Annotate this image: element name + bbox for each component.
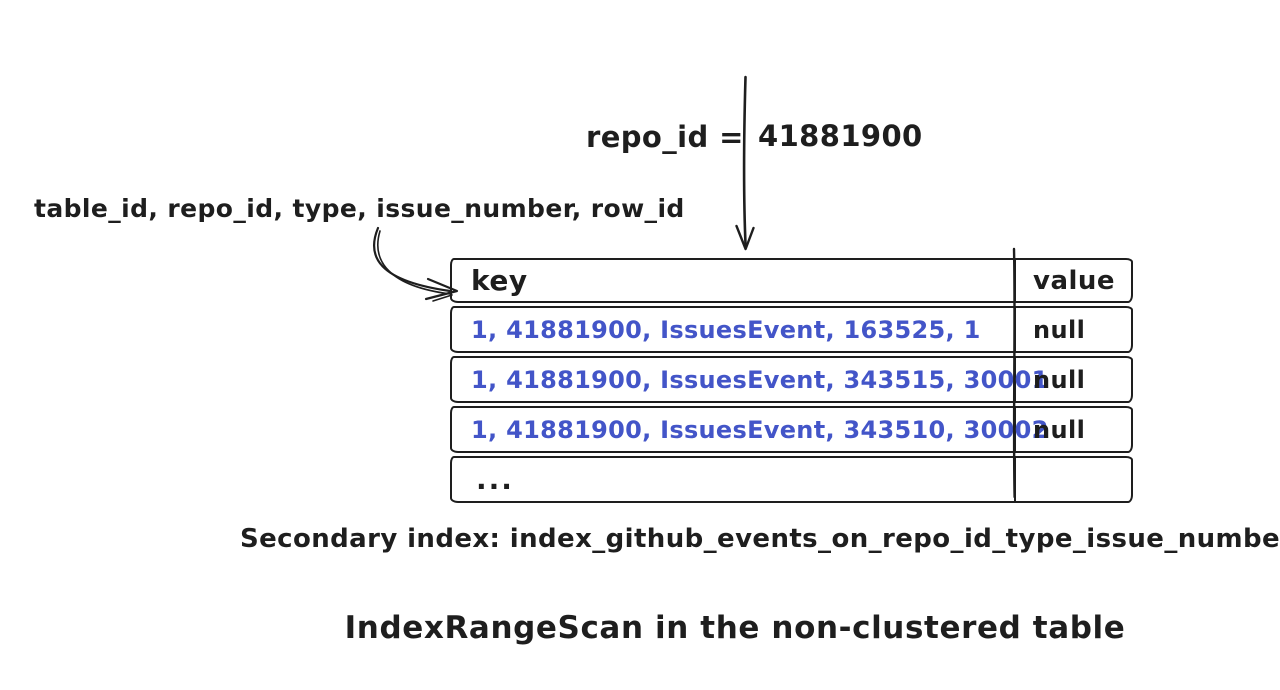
table-header-row: key value	[450, 258, 1133, 303]
value-cell: null	[1033, 415, 1086, 444]
key-header-cell: key	[452, 260, 1016, 301]
down-arrow-icon	[735, 75, 755, 251]
key-cell-ellipsis: ...	[452, 458, 1016, 501]
index-table: key value 1, 41881900, IssuesEvent, 1635…	[450, 258, 1133, 503]
value-cell: null	[1033, 315, 1086, 344]
diagram-title: IndexRangeScan in the non-clustered tabl…	[344, 610, 1126, 646]
value-header-cell: value	[1033, 265, 1116, 296]
filter-label: repo_id =	[586, 120, 744, 154]
table-row: 1, 41881900, IssuesEvent, 343515, 30001 …	[450, 356, 1133, 403]
table-row-ellipsis: ...	[450, 456, 1133, 503]
key-cell: 1, 41881900, IssuesEvent, 343515, 30001	[452, 358, 1048, 401]
value-cell	[1016, 458, 1131, 501]
curved-arrow-icon	[373, 226, 459, 302]
table-row: 1, 41881900, IssuesEvent, 163525, 1 null	[450, 306, 1133, 353]
key-columns-label: table_id, repo_id, type, issue_number, r…	[34, 194, 685, 223]
secondary-index-caption: Secondary index: index_github_events_on_…	[240, 524, 1280, 554]
key-cell: 1, 41881900, IssuesEvent, 343510, 30002	[452, 408, 1048, 451]
filter-value: 41881900	[758, 119, 923, 153]
table-row: 1, 41881900, IssuesEvent, 343510, 30002 …	[450, 406, 1133, 453]
value-cell: null	[1033, 365, 1086, 394]
key-cell: 1, 41881900, IssuesEvent, 163525, 1	[452, 308, 1016, 351]
